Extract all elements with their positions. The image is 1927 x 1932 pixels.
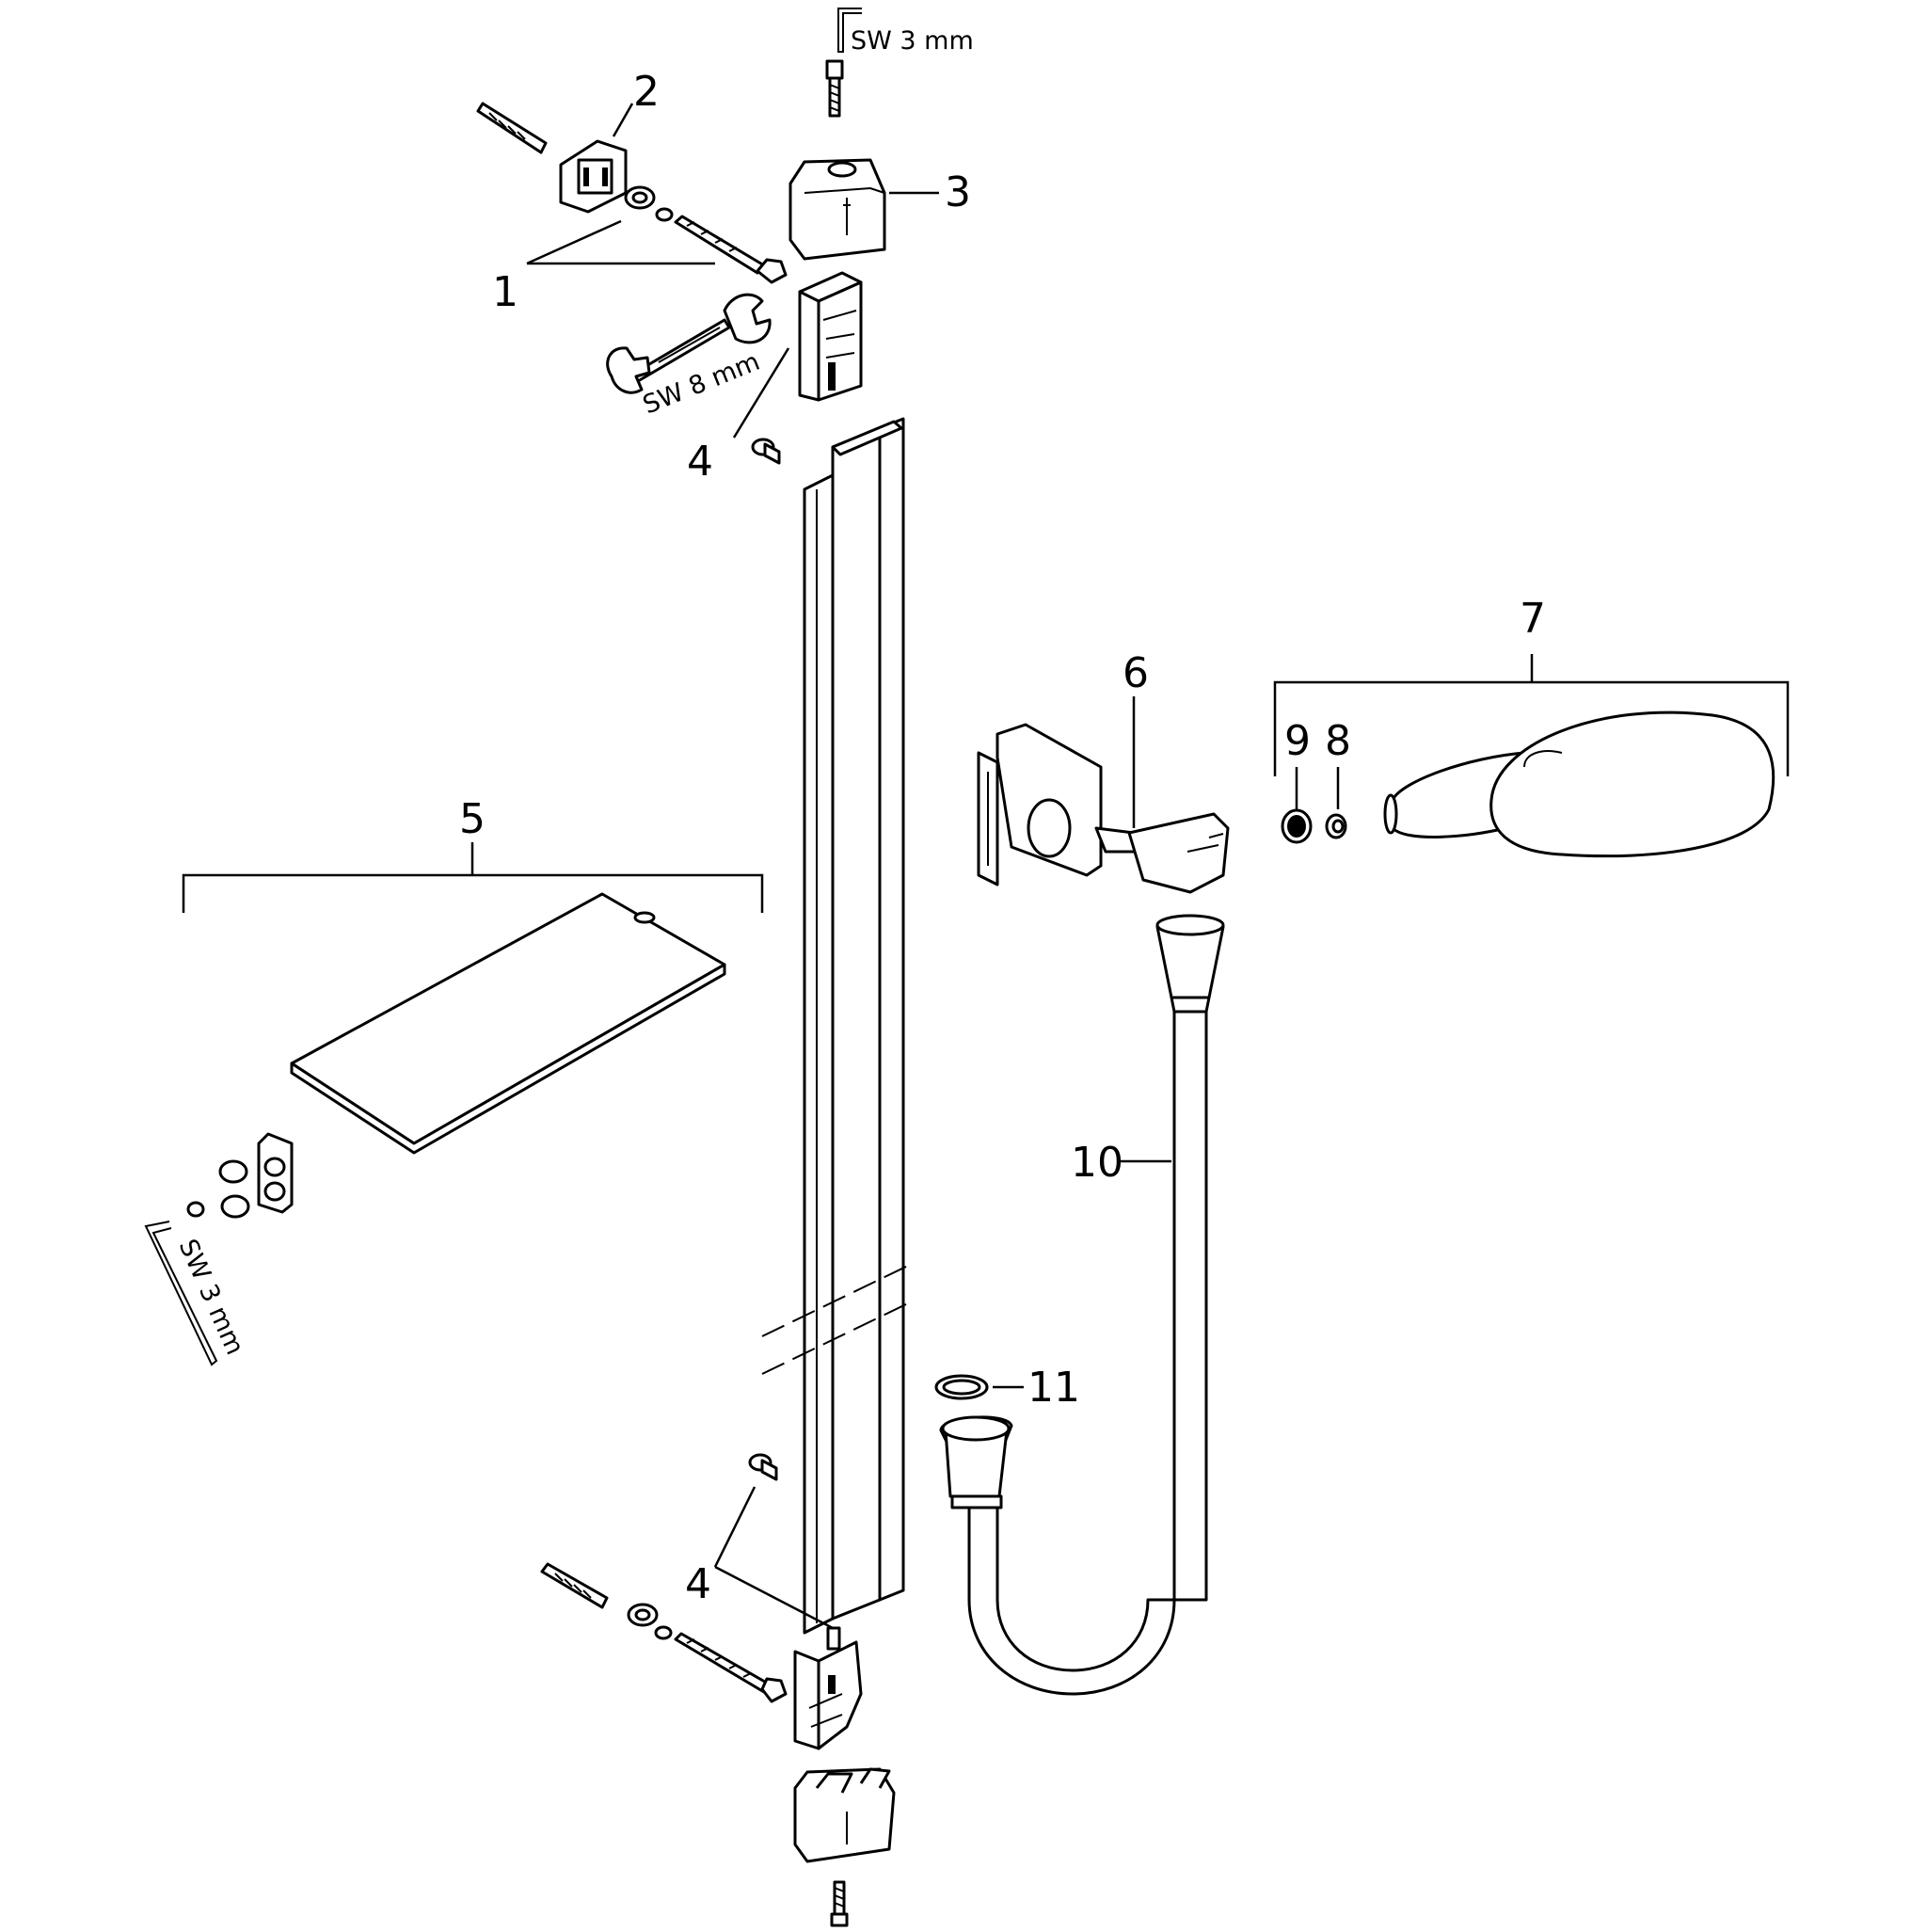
hex-key-top [837,8,862,53]
callout-6: 6 [1123,649,1149,697]
hex-key-left [144,1221,218,1366]
slide-rail [803,417,905,1635]
bottom-end-cap [793,1767,896,1863]
leader-1 [526,219,715,265]
upper-slide-bracket [798,271,863,402]
wrench-8mm [606,293,772,394]
top-end-screw [825,59,844,118]
callout-1: 1 [492,268,518,316]
shelf-mounting-parts [186,1132,294,1219]
bottom-end-screw [830,1880,849,1927]
lower-slide-bracket [793,1626,863,1750]
bracket-5 [182,873,764,913]
part-3-top-end-cap [788,158,886,261]
part-4-screw-bottom [748,1453,778,1481]
callout-5: 5 [459,795,486,843]
rail-break-marks [761,1265,909,1375]
part-1-fixing-set-top [476,102,788,284]
callout-4-bottom: 4 [685,1560,711,1608]
callout-9: 9 [1284,717,1311,765]
callout-10: 10 [1071,1139,1123,1187]
hex-key-top-label: SW 3 mm [851,26,974,56]
leader-2 [612,103,634,137]
callout-11: 11 [1027,1364,1080,1412]
part-10-hose [939,914,1225,1696]
callout-8: 8 [1325,717,1351,765]
callout-4-top: 4 [687,438,713,486]
part-11-seal [934,1374,989,1400]
callout-3: 3 [945,168,971,216]
part-6-shower-holder [977,723,1230,894]
part-2-wall-plate [559,139,628,214]
callout-7: 7 [1520,595,1546,643]
part-7-hand-shower [1383,711,1776,858]
callout-2: 2 [633,68,660,116]
part-5-shelf [290,892,726,1155]
leader-4-top [732,347,790,439]
part-1-fixing-set-bottom [540,1562,788,1703]
part-8-flow-limiter [1325,813,1347,839]
part-4-screw-top [751,438,781,465]
part-9-seal [1281,808,1313,844]
leader-4-bottom [713,1486,834,1630]
